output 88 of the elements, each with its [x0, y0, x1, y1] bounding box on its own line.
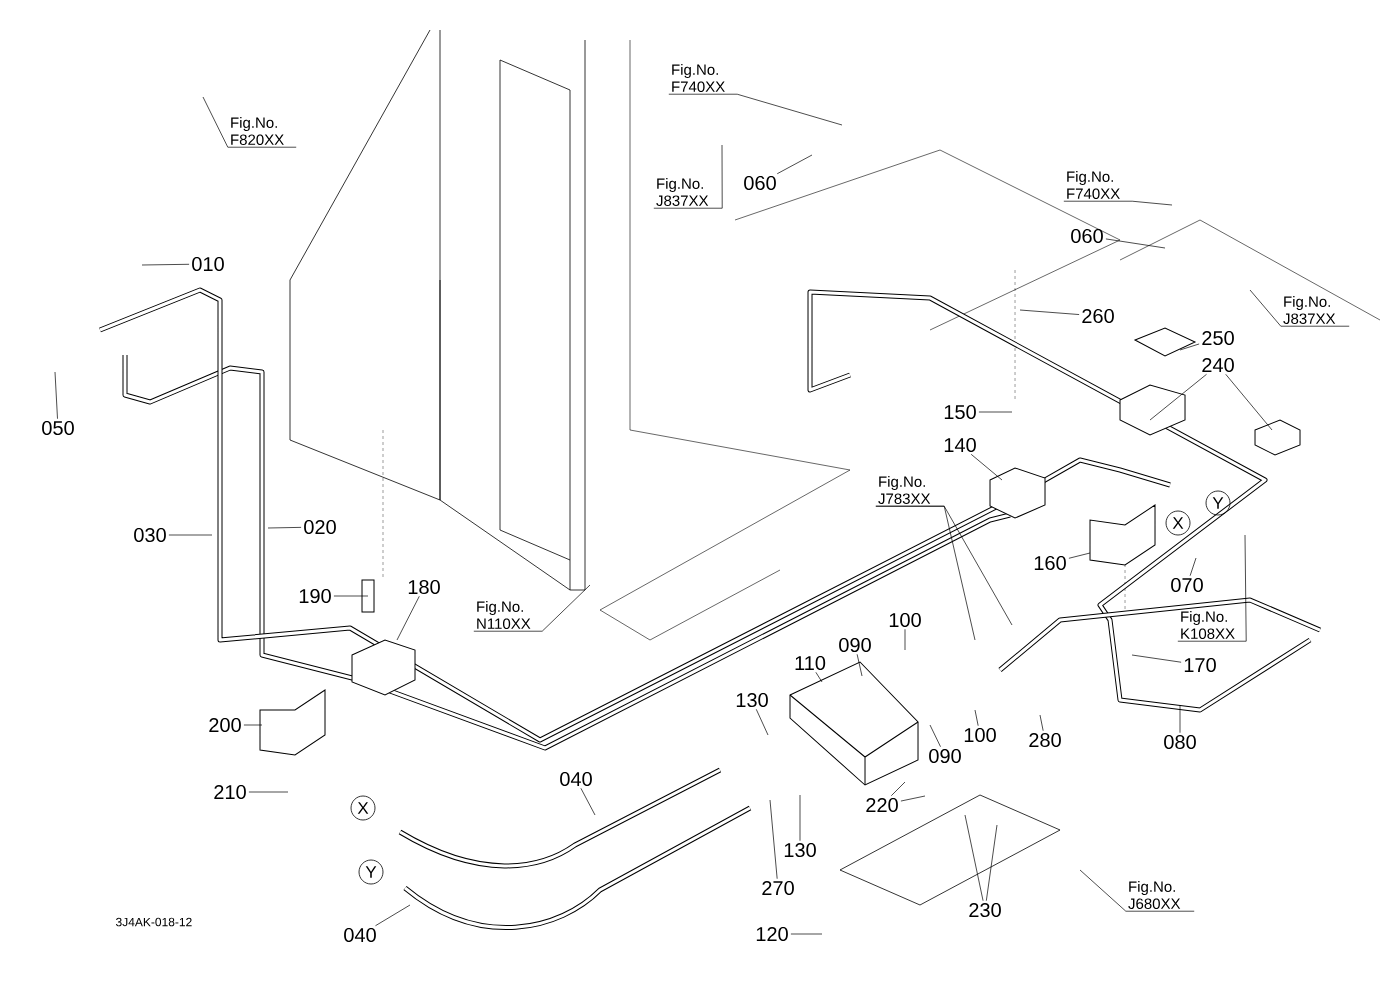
callout-number: 170 — [1184, 657, 1216, 673]
callout-number: 120 — [756, 926, 788, 942]
leader-line — [333, 595, 369, 597]
leader-line — [974, 709, 979, 727]
callout-number: 070 — [1171, 577, 1203, 593]
leader-line — [790, 933, 823, 935]
callout-number: 130 — [736, 692, 768, 708]
leader-line — [396, 595, 420, 641]
leader-line — [1068, 552, 1091, 559]
leader-line — [1149, 373, 1207, 421]
callout-number: 060 — [744, 175, 776, 191]
figure-reference: Fig.No. N110XX — [477, 601, 531, 629]
leader-line — [1131, 654, 1182, 663]
leader-line — [202, 96, 297, 148]
callout-number: 280 — [1029, 732, 1061, 748]
leader-line — [1189, 557, 1197, 577]
callout-number: 050 — [42, 420, 74, 436]
leader-line — [1019, 309, 1080, 315]
callout-number: 100 — [964, 727, 996, 743]
figure-reference: Fig.No. F740XX — [672, 64, 725, 92]
leader-line — [668, 93, 843, 126]
leader-line — [248, 791, 289, 793]
leader-line — [375, 904, 411, 927]
callout-number: 240 — [1202, 357, 1234, 373]
leader-line — [776, 154, 813, 175]
leader-line — [799, 794, 801, 842]
leader-line — [890, 781, 906, 797]
figure-reference: Fig.No. K108XX — [1181, 611, 1235, 639]
callout-number: 090 — [839, 637, 871, 653]
leader-line — [1177, 534, 1247, 642]
figure-reference: Fig.No. F740XX — [1067, 171, 1120, 199]
leader-line — [653, 144, 723, 209]
figure-reference: Fig.No. J837XX — [656, 178, 709, 206]
leader-line — [1225, 373, 1273, 431]
callout-number: 020 — [304, 519, 336, 535]
leader-line — [815, 671, 823, 683]
leader-line — [856, 653, 863, 677]
leader-line — [141, 263, 190, 266]
figure-reference: Fig.No. J783XX — [878, 476, 931, 504]
figure-reference: Fig.No. J680XX — [1128, 881, 1181, 909]
leader-line — [580, 787, 596, 816]
leader-line — [929, 724, 941, 748]
leader-line — [964, 814, 984, 902]
callout-number: 260 — [1082, 308, 1114, 324]
leader-line — [1249, 289, 1350, 327]
leader-line — [243, 724, 263, 726]
callout-number: 140 — [944, 437, 976, 453]
leader-line — [473, 584, 591, 632]
leader-line — [267, 527, 302, 529]
callout-number: 060 — [1071, 228, 1103, 244]
callout-number: 190 — [299, 588, 331, 604]
callout-number: 150 — [944, 404, 976, 420]
callout-number: 230 — [969, 902, 1001, 918]
callout-number: 030 — [134, 527, 166, 543]
leader-line — [1105, 238, 1166, 249]
leader-line — [1063, 200, 1173, 206]
leader-line — [54, 371, 58, 420]
callout-number: 110 — [795, 655, 826, 671]
callout-number: 010 — [192, 256, 224, 272]
leader-line — [900, 795, 926, 802]
figure-reference: Fig.No. F820XX — [231, 117, 284, 145]
drawing-code: 3J4AK-018-12 — [116, 917, 192, 927]
leader-line — [1179, 704, 1181, 734]
callout-number: 080 — [1164, 734, 1196, 750]
callout-number: 100 — [889, 612, 921, 628]
callout-number: 090 — [929, 748, 961, 764]
leader-line — [985, 824, 998, 902]
leader-line — [1039, 714, 1044, 732]
callout-number: 210 — [214, 784, 246, 800]
callout-number: 160 — [1034, 555, 1066, 571]
leader-line — [168, 534, 213, 536]
callout-number: 250 — [1202, 330, 1234, 346]
leader-line — [1079, 869, 1195, 912]
callout-number: 270 — [762, 880, 794, 896]
callout-number: 180 — [408, 579, 440, 595]
callout-number: 200 — [209, 717, 241, 733]
leader-line — [904, 628, 906, 651]
callout-number: 220 — [866, 797, 898, 813]
leader-line — [755, 708, 769, 736]
leader-line — [970, 453, 1003, 481]
callout-number: 040 — [560, 771, 592, 787]
callout-number: 130 — [784, 842, 816, 858]
leader-line — [769, 799, 778, 880]
callout-number: 040 — [344, 927, 376, 943]
leader-line — [1179, 343, 1200, 351]
leader-line — [978, 411, 1013, 413]
leader-line — [875, 505, 1013, 626]
figure-reference: Fig.No. J837XX — [1283, 296, 1336, 324]
